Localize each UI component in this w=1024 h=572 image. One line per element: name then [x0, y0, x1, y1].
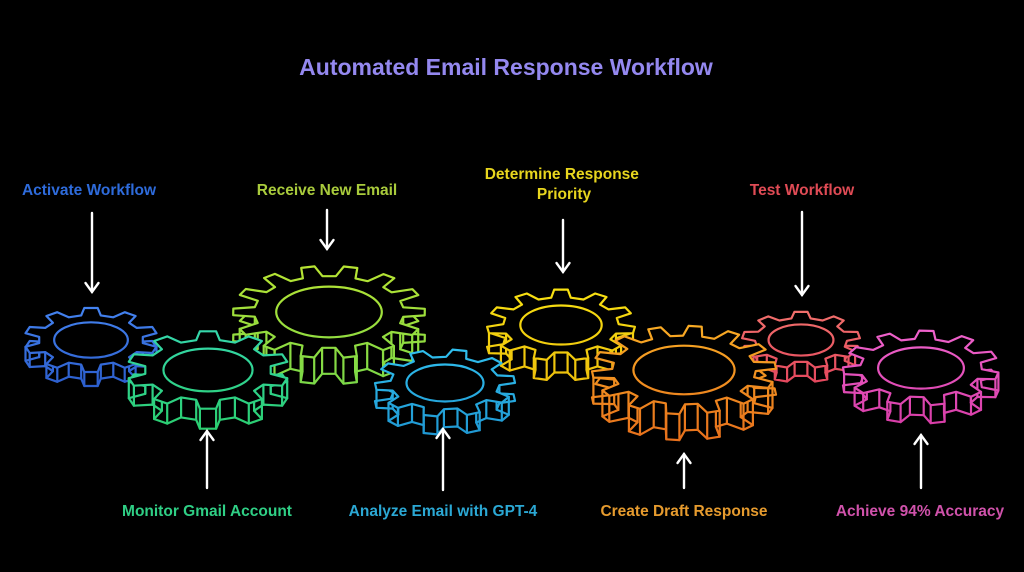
arrow-achieve-94-accuracy — [913, 432, 929, 490]
gear-determine-response-priority — [486, 288, 636, 381]
arrow-receive-new-email — [319, 208, 335, 252]
step-label-determine-response-priority: Determine Response Priority — [485, 166, 644, 203]
arrow-head — [84, 281, 100, 295]
step-label-create-draft-response: Create Draft Response — [600, 503, 767, 520]
gear-hole — [275, 285, 383, 339]
step-label-line-1: Determine Response — [485, 166, 640, 183]
arrow-head — [676, 451, 692, 465]
gear-monitor-gmail-account — [127, 330, 289, 430]
arrow-layer — [84, 208, 929, 492]
gear-hole — [162, 347, 254, 393]
arrow-head — [199, 428, 215, 442]
gear-layer — [24, 265, 1000, 442]
step-label-receive-new-email: Receive New Email — [257, 182, 397, 199]
gear-activate-workflow — [24, 306, 158, 388]
gear-hole — [632, 344, 736, 396]
step-label-achieve-94-accuracy: Achieve 94% Accuracy — [836, 503, 1005, 520]
arrow-head — [794, 284, 810, 298]
arrow-analyze-email-with-gpt-4 — [435, 426, 451, 492]
gear-hole — [767, 323, 835, 357]
gear-create-draft-response — [590, 324, 778, 442]
gear-test-workflow — [741, 310, 861, 383]
gear-hole — [876, 346, 965, 390]
arrow-activate-workflow — [84, 211, 100, 295]
arrow-test-workflow — [794, 210, 810, 298]
step-label-monitor-gmail-account: Monitor Gmail Account — [122, 503, 292, 520]
arrow-monitor-gmail-account — [199, 428, 215, 490]
step-label-line-2: Priority — [537, 186, 592, 203]
arrow-head — [555, 261, 571, 275]
arrow-head — [913, 432, 929, 446]
gear-achieve-94-accuracy — [841, 329, 1000, 425]
arrow-determine-response-priority — [555, 218, 571, 275]
step-label-test-workflow: Test Workflow — [750, 182, 855, 199]
gear-hole — [519, 304, 603, 346]
gear-hole — [53, 321, 129, 359]
page-title: Automated Email Response Workflow — [299, 54, 713, 80]
gear-receive-new-email — [232, 265, 426, 385]
gear-hole — [405, 363, 485, 403]
step-label-analyze-email-with-gpt-4: Analyze Email with GPT-4 — [349, 503, 538, 520]
arrow-create-draft-response — [676, 451, 692, 490]
step-label-activate-workflow: Activate Workflow — [22, 182, 157, 199]
gear-analyze-email-with-gpt-4 — [373, 348, 517, 436]
arrow-head — [435, 426, 451, 440]
arrow-head — [319, 238, 335, 252]
